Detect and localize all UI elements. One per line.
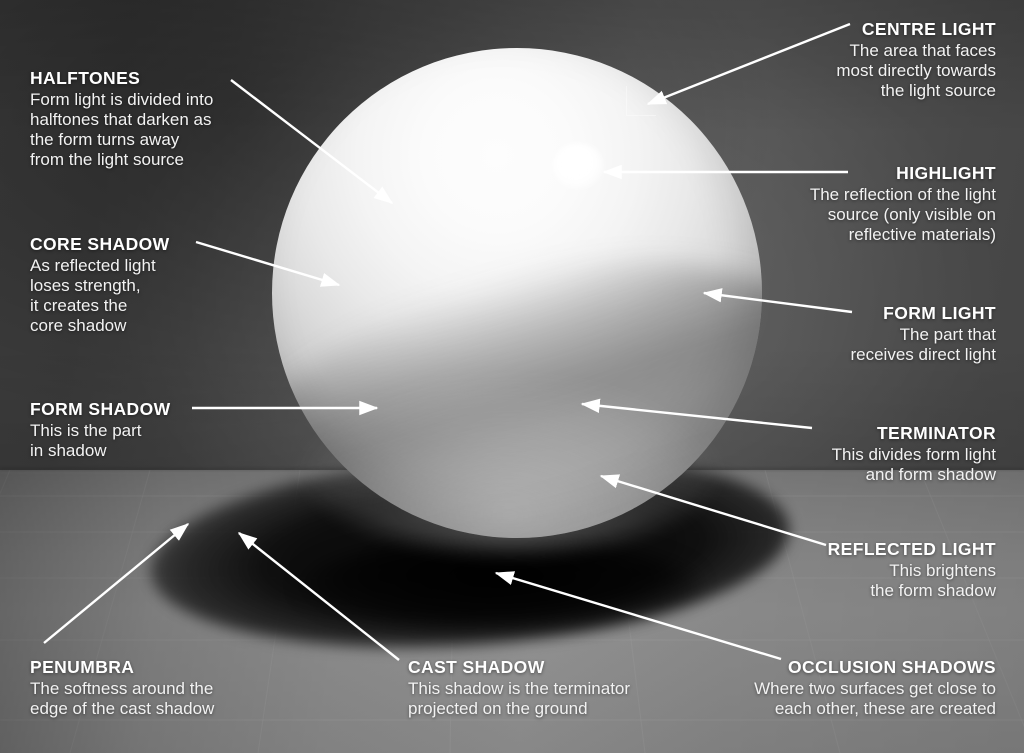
label-title: TERMINATOR xyxy=(876,423,996,443)
label-core-shadow: CORE SHADOW As reflected light loses str… xyxy=(30,234,280,336)
specular-highlight xyxy=(552,143,604,189)
label-terminator: TERMINATOR This divides form light and f… xyxy=(726,423,996,485)
label-title: OCCLUSION SHADOWS xyxy=(787,657,996,677)
label-title: HALFTONES xyxy=(30,68,141,88)
label-title: FORM LIGHT xyxy=(883,303,996,323)
label-description: This shadow is the terminator projected … xyxy=(408,679,631,719)
label-title: FORM SHADOW xyxy=(30,399,171,419)
label-title: CORE SHADOW xyxy=(30,234,170,254)
label-description: The part that receives direct light xyxy=(850,325,996,365)
label-form-light: FORM LIGHT The part that receives direct… xyxy=(736,303,996,365)
label-title: REFLECTED LIGHT xyxy=(827,539,996,559)
label-description: Form light is divided into halftones tha… xyxy=(30,90,214,170)
label-halftones: HALFTONES Form light is divided into hal… xyxy=(30,68,280,170)
label-description: This is the part in shadow xyxy=(30,421,142,461)
occlusion-shadow xyxy=(300,540,700,630)
label-cast-shadow: CAST SHADOW This shadow is the terminato… xyxy=(408,657,708,719)
label-description: Where two surfaces get close to each oth… xyxy=(754,679,996,719)
centre-light-marker xyxy=(626,86,656,116)
label-form-shadow: FORM SHADOW This is the part in shadow xyxy=(30,399,280,461)
label-description: This brightens the form shadow xyxy=(870,561,996,601)
label-title: HIGHLIGHT xyxy=(896,163,996,183)
label-occlusion-shadows: OCCLUSION SHADOWS Where two surfaces get… xyxy=(706,657,996,719)
core-shadow-band xyxy=(272,48,762,538)
label-title: PENUMBRA xyxy=(30,657,135,677)
label-highlight: HIGHLIGHT The reflection of the light so… xyxy=(716,163,996,245)
label-description: As reflected light loses strength, it cr… xyxy=(30,256,156,336)
label-description: The softness around the edge of the cast… xyxy=(30,679,215,719)
label-reflected-light: REFLECTED LIGHT This brightens the form … xyxy=(716,539,996,601)
label-title: CAST SHADOW xyxy=(408,657,545,677)
label-penumbra: PENUMBRA The softness around the edge of… xyxy=(30,657,290,719)
label-title: CENTRE LIGHT xyxy=(861,19,996,39)
label-description: The area that faces most directly toward… xyxy=(836,41,996,101)
label-description: The reflection of the light source (only… xyxy=(809,185,996,245)
label-description: This divides form light and form shadow xyxy=(831,445,996,485)
label-centre-light: CENTRE LIGHT The area that faces most di… xyxy=(728,19,996,101)
